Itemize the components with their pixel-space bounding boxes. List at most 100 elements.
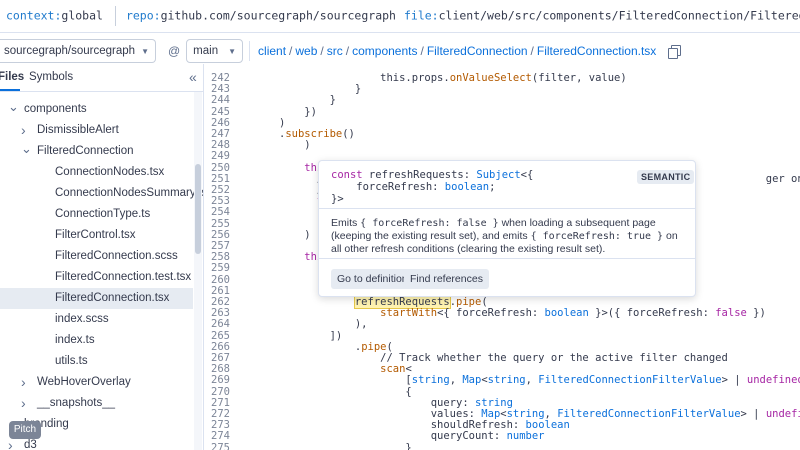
line-number[interactable]: 243 — [211, 83, 230, 96]
line-number[interactable]: 257 — [211, 240, 230, 252]
chevron-right-icon[interactable]: › — [21, 374, 26, 390]
file-tree-item[interactable]: ConnectionType.ts — [0, 204, 193, 225]
code-line[interactable]: 272 values: Map<string, FilteredConnecti… — [205, 409, 800, 420]
breadcrumb-item[interactable]: FilteredConnection — [426, 44, 528, 58]
chevron-right-icon[interactable]: › — [21, 395, 26, 411]
chevron-right-icon[interactable]: › — [8, 437, 13, 450]
file-tree-item[interactable]: FilteredConnection.test.tsx — [0, 267, 193, 288]
code-line[interactable]: 262 refreshRequests.pipe( — [205, 295, 800, 309]
code-line[interactable]: 244 } — [205, 95, 800, 106]
line-number[interactable]: 242 — [211, 72, 230, 84]
line-number[interactable]: 246 — [211, 116, 230, 129]
line-number[interactable]: 266 — [211, 340, 230, 353]
code-line[interactable]: 249 — [205, 151, 800, 162]
line-number[interactable]: 256 — [211, 228, 230, 241]
code-line[interactable]: 242 this.props.onValueSelect(filter, val… — [205, 73, 800, 84]
code-line[interactable]: 256 ) — [205, 228, 800, 241]
file-tree-item[interactable]: FilteredConnection.scss — [0, 246, 193, 267]
file-tree-item[interactable]: ›DismissibleAlert — [0, 120, 193, 141]
line-number[interactable]: 272 — [211, 408, 230, 420]
sidebar-scrollbar[interactable] — [194, 92, 202, 450]
line-number[interactable]: 251 — [211, 172, 230, 185]
line-number[interactable]: 268 — [211, 363, 230, 376]
code-line[interactable]: 271 query: string — [205, 396, 800, 409]
code-line[interactable]: 268 scan< — [205, 364, 800, 375]
line-number[interactable]: 255 — [211, 217, 230, 230]
breadcrumb-item[interactable]: src — [326, 44, 343, 58]
file-tree-item[interactable]: ⌄components — [0, 99, 193, 120]
code-line[interactable]: 264 ), — [205, 319, 800, 330]
sidebar-scrollbar-thumb[interactable] — [195, 164, 201, 254]
code-line[interactable]: 260 — [205, 274, 800, 286]
line-number[interactable]: 261 — [211, 284, 230, 297]
chevron-right-icon[interactable]: › — [21, 122, 26, 138]
chevron-down-icon[interactable]: ⌄ — [21, 141, 32, 156]
file-tree-item[interactable]: index.ts — [0, 330, 193, 351]
file-tree-item[interactable]: ›d3 — [0, 435, 193, 450]
code-line[interactable]: 269 [string, Map<string, FilteredConnect… — [205, 375, 800, 386]
line-number[interactable]: 274 — [211, 430, 230, 443]
code-line[interactable]: 270 { — [205, 385, 800, 398]
code-line[interactable]: 267 // Track whether the query or the ac… — [205, 353, 800, 364]
code-line[interactable]: 248 ) — [205, 140, 800, 151]
line-number[interactable]: 267 — [211, 352, 230, 364]
file-tree-item[interactable]: index.scss — [0, 309, 193, 330]
code-line[interactable]: 275 } — [205, 441, 800, 450]
copy-path-icon[interactable] — [668, 45, 682, 59]
code-line[interactable]: 265 ]) — [205, 329, 800, 342]
line-number[interactable]: 254 — [211, 206, 230, 219]
code-line[interactable]: 263 startWith<{ forceRefresh: boolean }>… — [205, 308, 800, 319]
code-line[interactable]: 274 queryCount: number — [205, 431, 800, 442]
code-line[interactable]: 261 — [205, 284, 800, 297]
line-number[interactable]: 252 — [211, 184, 230, 196]
line-number[interactable]: 271 — [211, 396, 230, 409]
file-tree-item[interactable]: ›WebHoverOverlay — [0, 372, 193, 393]
file-tree-item[interactable]: utils.ts — [0, 351, 193, 372]
breadcrumb-item[interactable]: components — [352, 44, 418, 58]
code-line[interactable]: 247.subscribe() — [205, 129, 800, 140]
line-number[interactable]: 262 — [211, 296, 230, 308]
code-line[interactable]: 254 — [205, 207, 800, 218]
line-number[interactable]: 247 — [211, 128, 230, 140]
line-number[interactable]: 263 — [211, 307, 230, 320]
file-tree-item[interactable]: ConnectionNodes.tsx — [0, 162, 193, 183]
file-tree-item[interactable]: ›__snapshots__ — [0, 393, 193, 414]
line-number[interactable]: 245 — [211, 105, 230, 118]
code-line[interactable]: 246) — [205, 116, 800, 129]
line-number[interactable]: 244 — [211, 94, 230, 107]
line-number[interactable]: 253 — [211, 195, 230, 208]
pitch-button[interactable]: Pitch — [9, 421, 41, 439]
line-number[interactable]: 275 — [211, 441, 230, 450]
line-number[interactable]: 273 — [211, 419, 230, 432]
breadcrumb-item[interactable]: web — [295, 44, 318, 58]
breadcrumb-item[interactable]: FilteredConnection.tsx — [536, 44, 657, 58]
line-number[interactable]: 259 — [211, 262, 230, 275]
code-line[interactable]: 245 }) — [205, 105, 800, 118]
code-line[interactable]: 273 shouldRefresh: boolean — [205, 420, 800, 431]
line-number[interactable]: 249 — [211, 150, 230, 163]
line-number[interactable]: 250 — [211, 161, 230, 174]
file-tree-item[interactable]: ConnectionNodesSummary.tsx — [0, 183, 203, 204]
tab-files[interactable]: Files — [0, 71, 25, 83]
code-line[interactable]: 257 — [205, 241, 800, 252]
breadcrumb-item[interactable]: client — [258, 44, 287, 58]
code-line[interactable]: 243 } — [205, 84, 800, 95]
tab-symbols[interactable]: Symbols — [29, 71, 74, 83]
file-tree-item[interactable]: FilterControl.tsx — [0, 225, 193, 246]
go-to-definition-button[interactable]: Go to definition — [331, 269, 414, 289]
line-number[interactable]: 269 — [211, 374, 230, 387]
line-number[interactable]: 264 — [211, 318, 230, 331]
line-number[interactable]: 248 — [211, 139, 230, 152]
line-number[interactable]: 265 — [211, 329, 230, 342]
line-number[interactable]: 270 — [211, 385, 230, 398]
file-tree-item[interactable]: ⌄FilteredConnection — [0, 141, 193, 162]
line-number[interactable]: 258 — [211, 251, 230, 264]
chevron-down-icon[interactable]: ⌄ — [8, 99, 19, 114]
code-line[interactable]: 266 .pipe( — [205, 340, 800, 353]
file-tree-item[interactable]: FilteredConnection.tsx — [0, 288, 193, 309]
repo-selector-button[interactable]: sourcegraph/sourcegraph ▼ — [0, 39, 156, 63]
collapse-sidebar-icon[interactable]: « — [189, 69, 197, 85]
branch-selector-button[interactable]: main ▼ — [186, 39, 244, 63]
